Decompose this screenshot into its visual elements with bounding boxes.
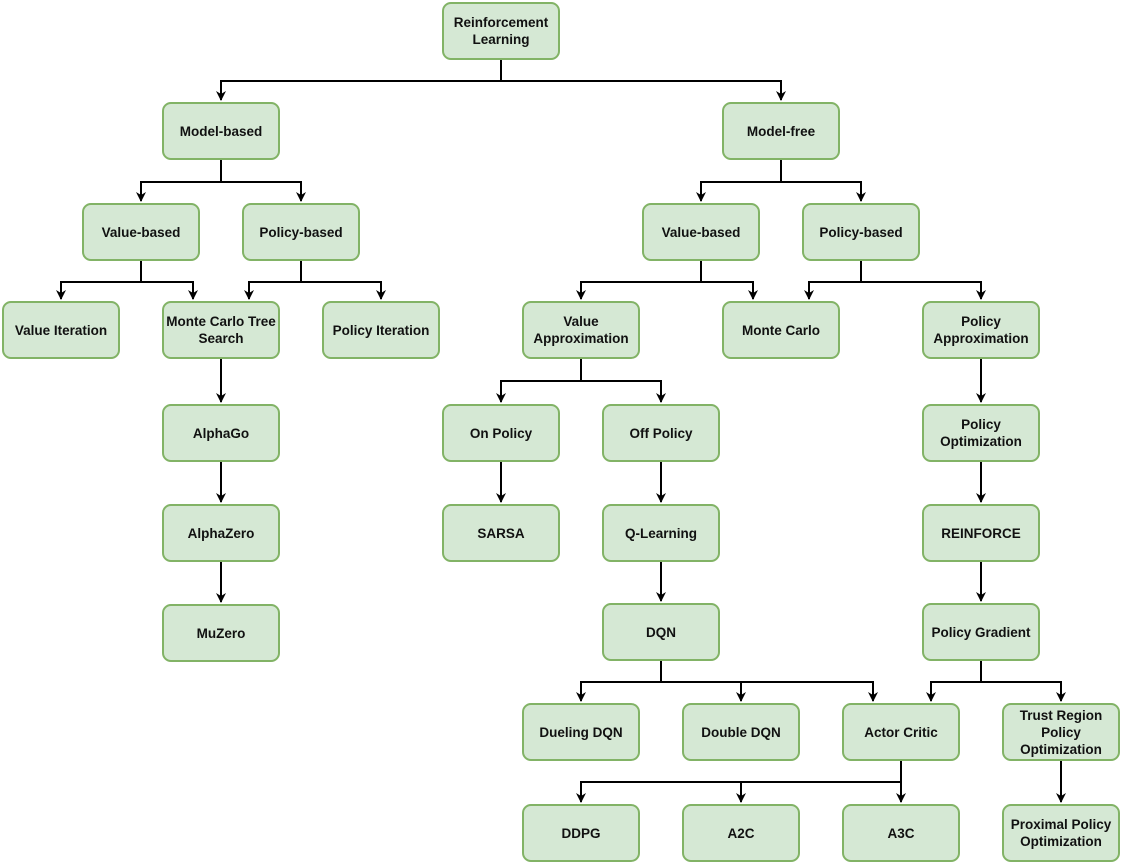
node-policy-approximation: Policy Approximation (922, 301, 1040, 359)
node-policy-optimization: Policy Optimization (922, 404, 1040, 462)
edge-mb-policy-to-mcts (244, 261, 302, 300)
edge-mf-value-to-monte-carlo (700, 261, 758, 300)
edge-mf-policy-to-monte-carlo (804, 261, 862, 300)
node-on-policy: On Policy (442, 404, 560, 462)
node-model-free-policy-based: Policy-based (802, 203, 920, 261)
node-dqn: DQN (602, 603, 720, 661)
node-model-based-policy-based: Policy-based (242, 203, 360, 261)
edge-model-based-to-policy-based (220, 160, 306, 202)
edge-dqn-to-dueling-dqn (576, 661, 662, 702)
node-muzero: MuZero (162, 604, 280, 662)
edge-value-approx-to-off-policy (580, 359, 666, 403)
node-dueling-dqn: Dueling DQN (522, 703, 640, 761)
edge-pg-to-actor-critic (926, 661, 982, 702)
node-alphago: AlphaGo (162, 404, 280, 462)
node-policy-iteration: Policy Iteration (322, 301, 440, 359)
node-sarsa: SARSA (442, 504, 560, 562)
edge-mf-policy-to-policy-approx (860, 261, 986, 300)
node-trust-region-policy-optimization: Trust Region Policy Optimization (1002, 703, 1120, 761)
edge-value-approx-to-on-policy (496, 359, 582, 403)
node-monte-carlo-tree-search: Monte Carlo Tree Search (162, 301, 280, 359)
edge-mb-value-to-mcts (140, 261, 198, 300)
edge-rl-to-model-free (500, 60, 786, 101)
edge-rl-to-model-based (216, 60, 502, 101)
node-model-based: Model-based (162, 102, 280, 160)
node-reinforce: REINFORCE (922, 504, 1040, 562)
node-a2c: A2C (682, 804, 800, 862)
node-reinforcement-learning: Reinforcement Learning (442, 2, 560, 60)
node-proximal-policy-optimization: Proximal Policy Optimization (1002, 804, 1120, 862)
node-double-dqn: Double DQN (682, 703, 800, 761)
node-q-learning: Q-Learning (602, 504, 720, 562)
node-model-free-value-based: Value-based (642, 203, 760, 261)
edge-mb-value-to-value-iteration (56, 261, 142, 300)
node-actor-critic: Actor Critic (842, 703, 960, 761)
edge-model-based-to-value-based (136, 160, 222, 202)
edge-pg-to-trpo (980, 661, 1066, 702)
node-ddpg: DDPG (522, 804, 640, 862)
node-value-iteration: Value Iteration (2, 301, 120, 359)
node-policy-gradient: Policy Gradient (922, 603, 1040, 661)
node-model-based-value-based: Value-based (82, 203, 200, 261)
edge-dqn-to-actor-critic (660, 661, 878, 702)
node-value-approximation: Value Approximation (522, 301, 640, 359)
edge-actor-critic-to-a2c (736, 761, 902, 803)
node-monte-carlo: Monte Carlo (722, 301, 840, 359)
node-a3c: A3C (842, 804, 960, 862)
edge-mf-value-to-value-approx (576, 261, 702, 300)
node-alphazero: AlphaZero (162, 504, 280, 562)
node-off-policy: Off Policy (602, 404, 720, 462)
node-model-free: Model-free (722, 102, 840, 160)
edge-mb-policy-to-policy-iteration (300, 261, 386, 300)
edge-model-free-to-policy-based (780, 160, 866, 202)
edge-model-free-to-value-based (696, 160, 782, 202)
